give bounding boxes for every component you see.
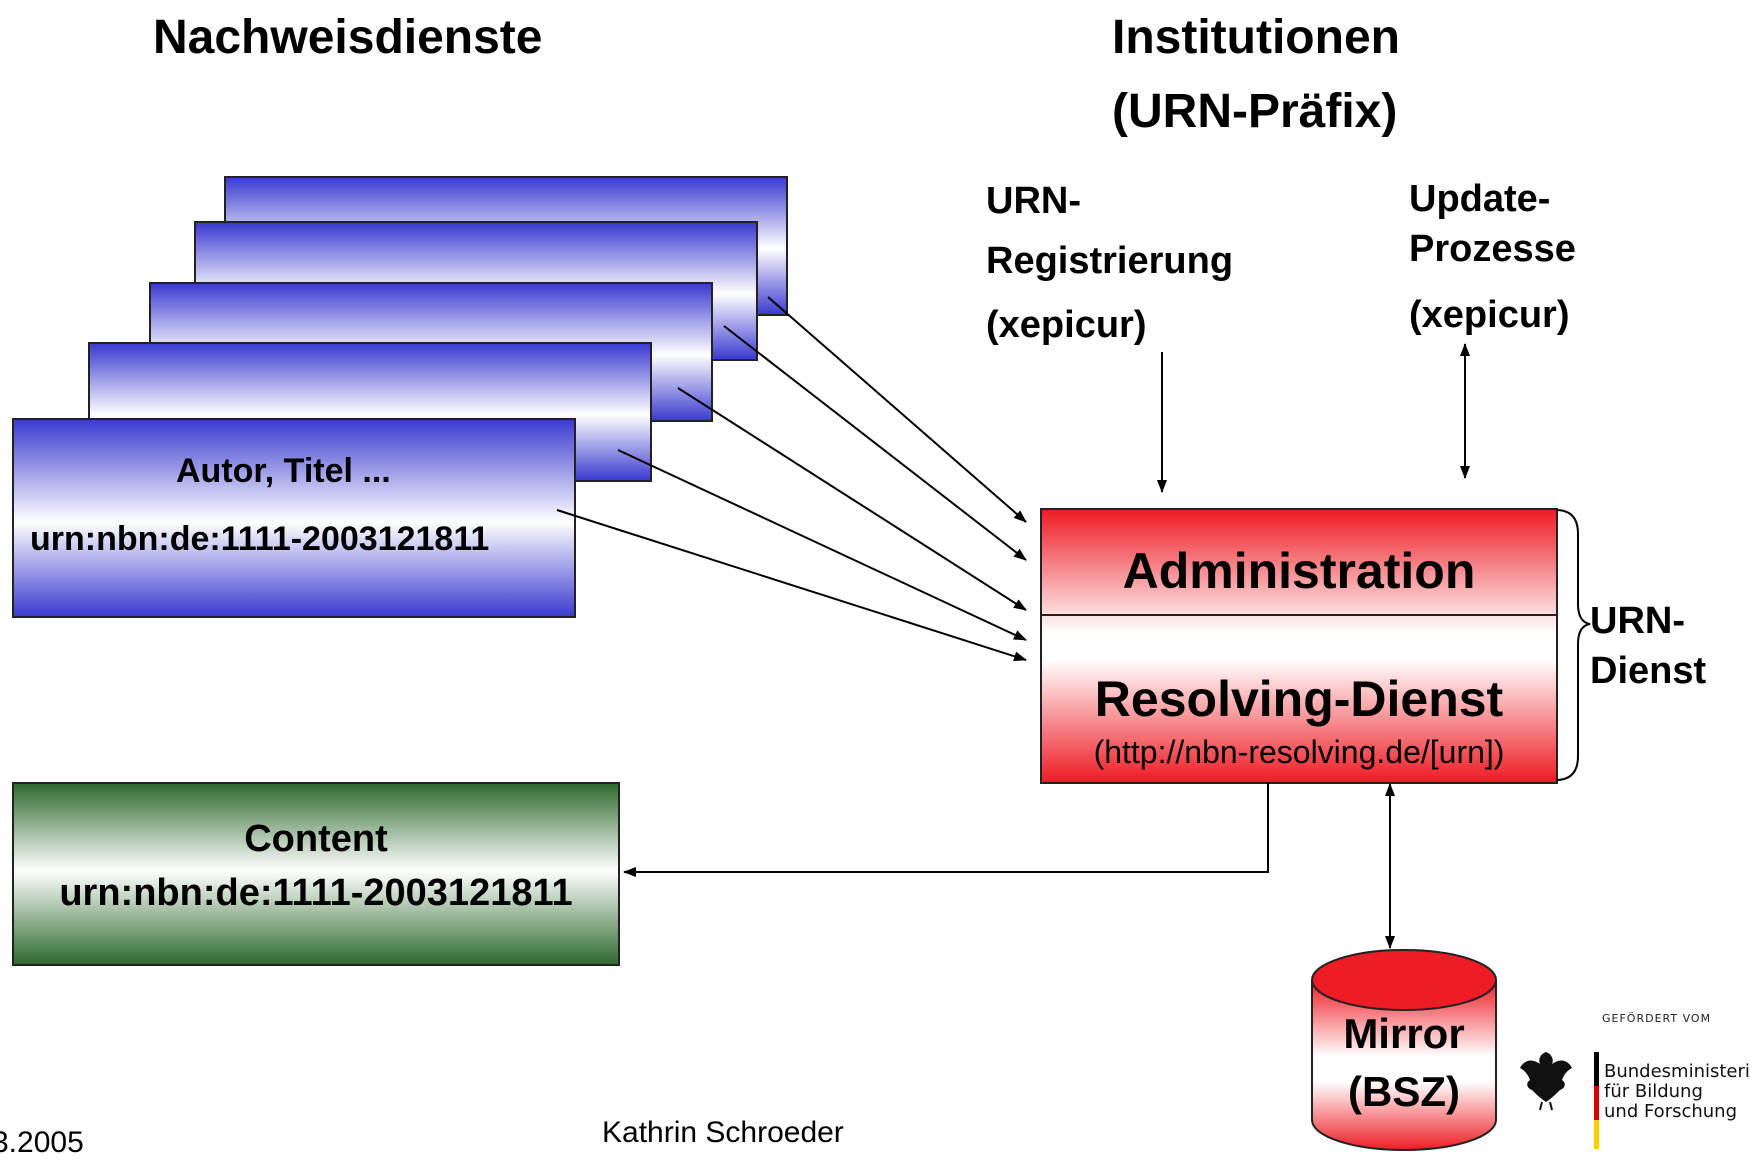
flag-bar-red xyxy=(1594,1086,1599,1120)
content-box: Content urn:nbn:de:1111-2003121811 xyxy=(12,782,620,966)
flag-bar-gold xyxy=(1594,1120,1599,1149)
footer-date: 3.2005 xyxy=(0,1126,84,1159)
logo-line-1: Bundesministeri xyxy=(1604,1061,1750,1082)
arrow-to-content xyxy=(623,782,1269,877)
arrow-card-5 xyxy=(767,296,1027,523)
logo-caption: GEFÖRDERT VOM xyxy=(1602,1012,1712,1025)
content-label: Content xyxy=(244,818,388,860)
heading-urn-praefix: (URN-Präfix) xyxy=(1112,85,1398,138)
record-card-urn: urn:nbn:de:1111-2003121811 xyxy=(30,520,490,558)
content-urn: urn:nbn:de:1111-2003121811 xyxy=(59,872,573,914)
arrow-card-2 xyxy=(617,449,1027,641)
footer-author: Kathrin Schroeder xyxy=(602,1116,844,1149)
arrow-card-front xyxy=(556,509,1027,662)
urn-service-box: Administration Resolving-Dienst (http://… xyxy=(1040,508,1558,784)
resolving-url: (http://nbn-resolving.de/[urn]) xyxy=(1093,734,1505,770)
record-card-front: Autor, Titel ... urn:nbn:de:1111-2003121… xyxy=(12,418,576,618)
mirror-cylinder-top xyxy=(1311,949,1497,1011)
mirror-bsz-label: (BSZ) xyxy=(1348,1068,1460,1115)
label-update-prozesse-2: Prozesse xyxy=(1409,228,1576,270)
mirror-cylinder-body xyxy=(1311,980,1497,1151)
eagle-emblem-icon xyxy=(1520,1052,1572,1111)
label-update-prozesse-3: (xepicur) xyxy=(1409,294,1570,336)
urn-dienst-brace xyxy=(1555,509,1591,781)
label-urn-registrierung-2: Registrierung xyxy=(986,240,1234,282)
label-urn-registrierung-1: URN- xyxy=(986,180,1081,222)
resolving-dienst-label: Resolving-Dienst xyxy=(1094,671,1504,727)
arrow-card-4 xyxy=(723,325,1027,561)
label-urn-dienst-1: URN- xyxy=(1590,600,1685,642)
logo-line-2: für Bildung xyxy=(1604,1081,1703,1102)
logo-line-3: und Forschung xyxy=(1604,1101,1738,1122)
label-urn-registrierung-3: (xepicur) xyxy=(986,304,1147,346)
label-urn-dienst-2: Dienst xyxy=(1590,650,1707,692)
mirror-label: Mirror xyxy=(1343,1010,1465,1057)
administration-label: Administration xyxy=(1122,543,1476,599)
heading-nachweisdienste: Nachweisdienste xyxy=(153,11,543,64)
arrow-card-3 xyxy=(677,387,1027,611)
label-update-prozesse-1: Update- xyxy=(1409,178,1551,220)
flag-bar-black xyxy=(1594,1052,1599,1086)
service-divider xyxy=(1042,614,1556,616)
heading-institutionen: Institutionen xyxy=(1112,11,1400,64)
record-card-author-title: Autor, Titel ... xyxy=(176,452,391,490)
